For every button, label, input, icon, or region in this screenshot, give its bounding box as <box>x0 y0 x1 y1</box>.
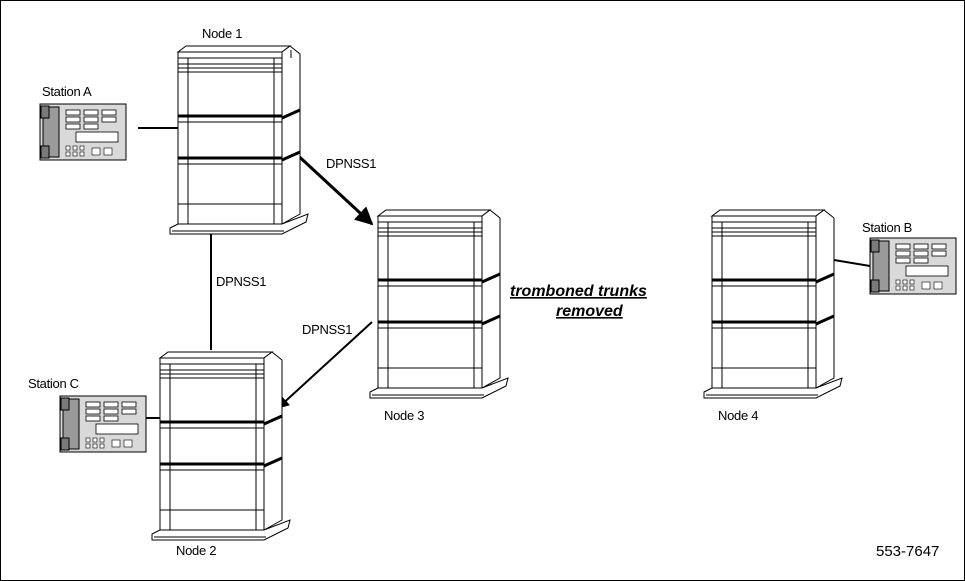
station-c-phone-icon <box>59 395 147 453</box>
station-c-label: Station C <box>28 376 79 391</box>
node-4-label: Node 4 <box>718 408 758 423</box>
annotation-line-1: tromboned trunks <box>510 283 647 300</box>
arrow-node3-node2 <box>277 321 373 409</box>
station-a-phone-icon <box>39 103 127 161</box>
arrow-node1-node3 <box>290 148 374 226</box>
link-label-node3-node2: DPNSS1 <box>302 322 352 337</box>
node-1-label: Node 1 <box>202 26 242 41</box>
link-label-node1-node3: DPNSS1 <box>326 156 376 171</box>
annotation-line-2: removed <box>556 303 624 320</box>
node-1-cabinet <box>168 44 310 236</box>
figure-id: 553-7647 <box>876 543 939 560</box>
station-b-label: Station B <box>862 220 912 235</box>
node-2-cabinet <box>150 350 292 542</box>
node-4-cabinet <box>702 208 844 400</box>
node-3-label: Node 3 <box>384 408 424 423</box>
node-3-cabinet <box>368 208 510 400</box>
station-a-label: Station A <box>42 84 92 99</box>
node-2-label: Node 2 <box>176 543 216 558</box>
station-b-phone-icon <box>869 237 957 295</box>
link-label-node1-node2: DPNSS1 <box>216 274 266 289</box>
